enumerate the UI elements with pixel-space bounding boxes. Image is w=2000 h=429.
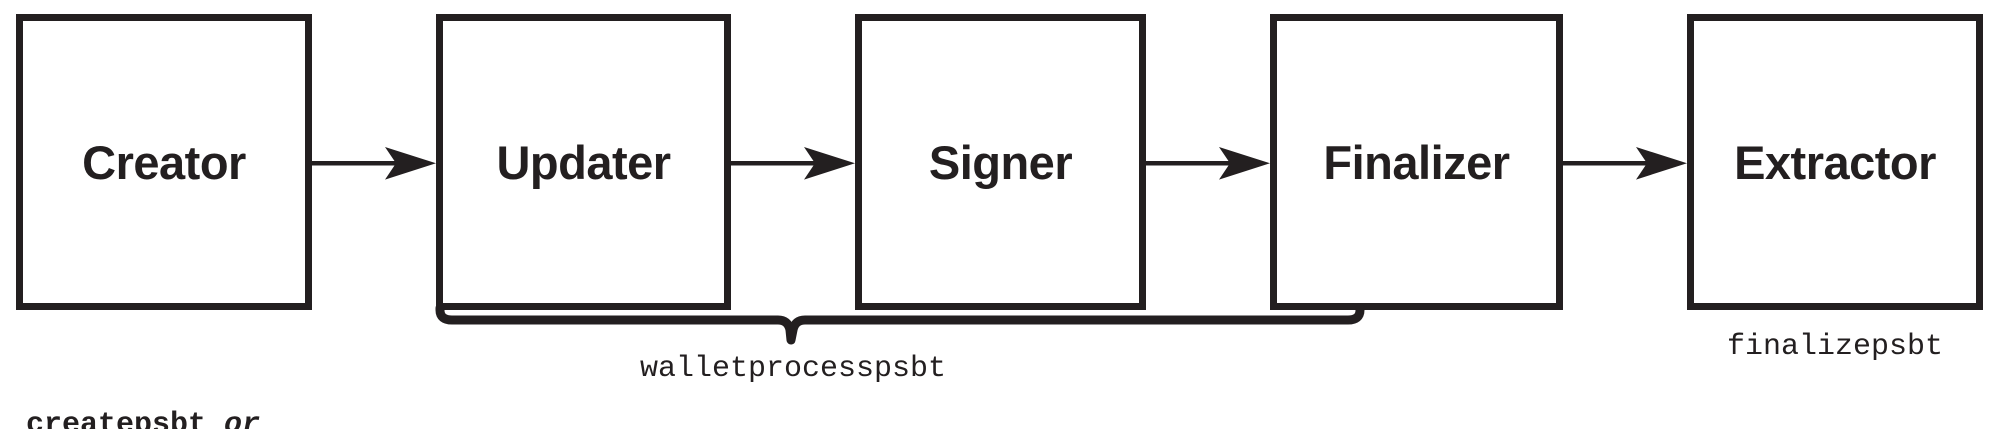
extractor-command-caption: finalizepsbt [1726, 330, 1944, 364]
stage-box-creator: Creator [16, 14, 312, 310]
stage-label-creator: Creator [82, 135, 246, 189]
creator-command-caption: createpsbt or converttopsbt [26, 320, 260, 429]
stage-box-updater: Updater [436, 14, 731, 310]
arrow-creator-to-updater [312, 147, 436, 180]
creator-command-line-1: createpsbt or [26, 404, 260, 429]
arrow-finalizer-to-extractor [1563, 147, 1687, 180]
stage-label-signer: Signer [928, 135, 1073, 189]
stage-label-finalizer: Finalizer [1323, 135, 1510, 189]
creator-command-createpsbt: createpsbt [26, 408, 207, 429]
stage-box-finalizer: Finalizer [1270, 14, 1563, 310]
stage-box-extractor: Extractor [1687, 14, 1983, 310]
creator-command-conjunction: or [224, 408, 261, 429]
arrow-signer-to-finalizer [1146, 147, 1270, 180]
grouping-brace [435, 303, 1365, 345]
arrow-updater-to-signer [731, 147, 855, 180]
stage-label-updater: Updater [496, 135, 671, 189]
stage-label-extractor: Extractor [1734, 135, 1936, 189]
stage-box-signer: Signer [855, 14, 1146, 310]
brace-command-label: walletprocesspsbt [640, 352, 947, 386]
